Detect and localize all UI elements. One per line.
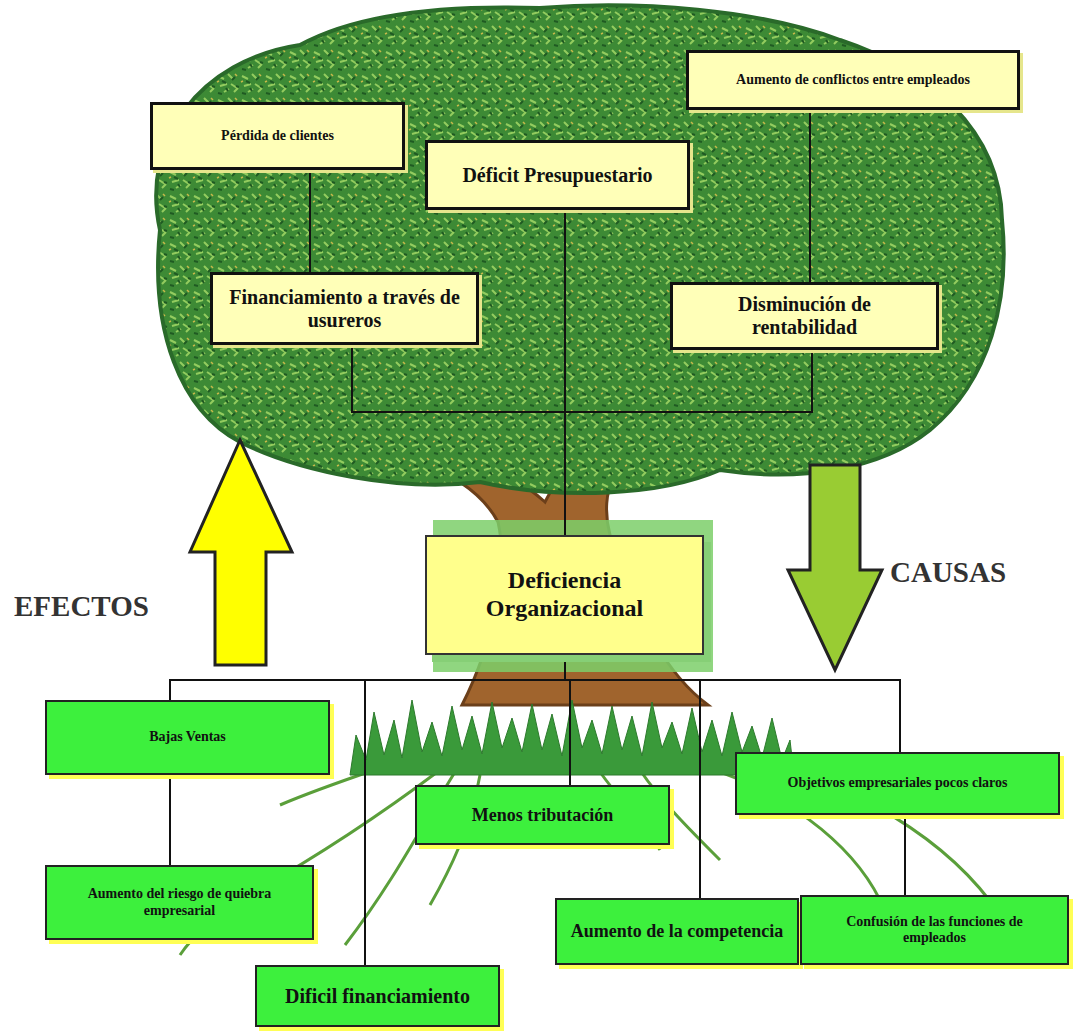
box-text: Deficiencia Organizacional <box>439 567 690 622</box>
connector-line <box>170 655 565 700</box>
connector-line <box>565 655 700 898</box>
box-text: Bajas Ventas <box>149 729 226 745</box>
box-text: Aumento de la competencia <box>571 921 783 942</box>
grass <box>350 700 794 775</box>
connector-line <box>809 110 811 282</box>
effect-box: Disminución de rentabilidad <box>670 282 939 350</box>
box-text: Confusión de las funciones de empleados <box>814 914 1055 946</box>
cause-box: Objetivos empresariales pocos claros <box>735 752 1060 815</box>
box-text: Financiamiento a través de usureros <box>225 286 464 332</box>
box-text: Objetivos empresariales pocos claros <box>788 775 1008 791</box>
cause-box: Confusión de las funciones de empleados <box>800 895 1069 965</box>
connector-line <box>169 775 171 865</box>
effect-box: Aumento de conflictos entre empleados <box>686 50 1020 110</box>
connector-line <box>565 350 812 535</box>
effect-box: Pérdida de clientes <box>150 102 405 170</box>
cause-box: Aumento del riesgo de quiebra empresaria… <box>45 865 314 940</box>
problem-box: Deficiencia Organizacional <box>425 535 704 655</box>
box-text: Dificil financiamiento <box>285 985 470 1008</box>
box-text: Disminución de rentabilidad <box>685 293 924 339</box>
box-text: Menos tributación <box>472 805 614 826</box>
box-text: Aumento del riesgo de quiebra empresaria… <box>59 886 300 918</box>
cause-box: Menos tributación <box>415 785 670 845</box>
box-text: Pérdida de clientes <box>221 128 334 144</box>
tree-canopy <box>156 5 1004 493</box>
side-label: CAUSAS <box>890 556 1006 589</box>
effects-arrow <box>190 440 292 665</box>
box-text: Aumento de conflictos entre empleados <box>736 72 970 88</box>
cause-box: Bajas Ventas <box>45 700 330 775</box>
effect-box: Déficit Presupuestario <box>425 140 690 210</box>
effect-box: Financiamiento a través de usureros <box>210 272 479 345</box>
connector-line <box>309 170 311 272</box>
connector-line <box>565 655 900 752</box>
causes-arrow <box>788 465 882 670</box>
cause-box: Aumento de la competencia <box>555 898 799 965</box>
connector-line <box>352 345 565 535</box>
connector-line <box>904 815 906 895</box>
cause-box: Dificil financiamiento <box>255 965 500 1027</box>
side-label: EFECTOS <box>14 590 149 623</box>
box-text: Déficit Presupuestario <box>462 164 652 187</box>
